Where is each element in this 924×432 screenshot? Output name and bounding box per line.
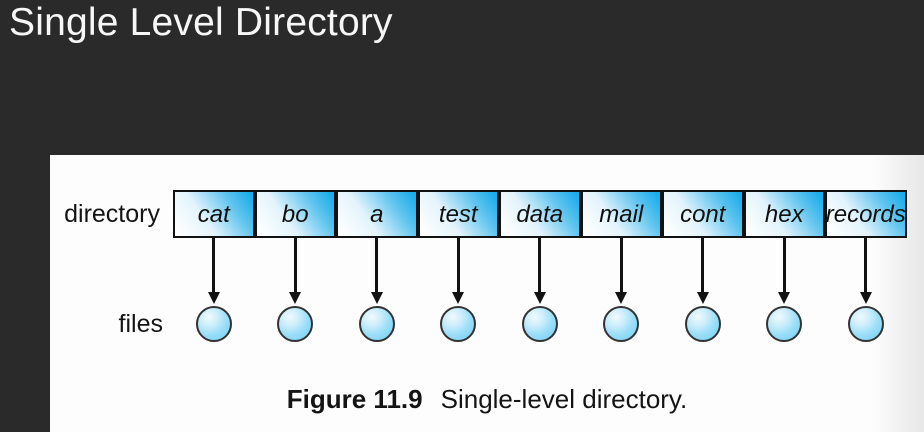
slide-title: Single Level Directory: [9, 1, 393, 44]
figure-caption-number: Figure 11.9: [286, 384, 423, 414]
arrow-shaft: [864, 238, 868, 292]
directory-entry-cell: hex: [743, 190, 825, 342]
directory-entry-box: records: [825, 190, 907, 238]
directory-entry-cell: records: [825, 190, 907, 342]
file-node: [440, 306, 477, 342]
arrow-shaft: [293, 238, 297, 292]
pointer-arrow: [207, 238, 220, 304]
arrow-head-icon: [859, 292, 872, 304]
directory-entry-box: bo: [254, 190, 336, 238]
directory-entry-label: cat: [197, 201, 230, 228]
arrow-head-icon: [370, 292, 383, 304]
directory-entry-label: a: [370, 201, 384, 228]
arrow-shaft: [701, 238, 705, 292]
file-node: [358, 306, 395, 342]
directory-row-label: directory: [64, 200, 160, 228]
arrow-head-icon: [452, 292, 465, 304]
arrow-shaft: [619, 238, 623, 292]
directory-entry-cell: cat: [173, 190, 255, 342]
arrow-head-icon: [696, 292, 709, 304]
pointer-arrow: [289, 238, 302, 304]
pointer-arrow: [859, 238, 872, 304]
directory-entry-box: hex: [743, 190, 825, 238]
directory-entry-cell: data: [499, 190, 581, 342]
arrow-head-icon: [778, 292, 791, 304]
arrow-shaft: [782, 238, 786, 292]
directory-entry-box: test: [417, 190, 499, 238]
file-node: [603, 306, 640, 342]
pointer-arrow: [778, 238, 791, 304]
directory-entry-cell: test: [417, 190, 499, 342]
arrow-shaft: [538, 238, 542, 292]
figure-caption: Figure 11.9 Single-level directory.: [50, 384, 924, 415]
arrow-head-icon: [289, 292, 302, 304]
directory-entry-label: test: [438, 201, 478, 228]
file-node: [195, 306, 232, 342]
arrow-head-icon: [615, 292, 628, 304]
directory-entry-box: cont: [662, 190, 744, 238]
pointer-arrow: [615, 238, 628, 304]
file-node: [847, 306, 884, 342]
directory-entry-box: a: [336, 190, 418, 238]
single-level-directory-diagram: cat bo a: [173, 190, 907, 342]
directory-entry-cell: a: [336, 190, 418, 342]
files-row-label: files: [118, 310, 163, 338]
figure-panel: directory files cat bo a: [50, 155, 924, 432]
arrow-shaft: [456, 238, 460, 292]
pointer-arrow: [696, 238, 709, 304]
file-node: [277, 306, 314, 342]
pointer-arrow: [370, 238, 383, 304]
directory-entry-label: records: [825, 201, 906, 228]
arrow-head-icon: [533, 292, 546, 304]
directory-entry-cell: cont: [662, 190, 744, 342]
directory-entry-cell: bo: [254, 190, 336, 342]
arrow-shaft: [375, 238, 379, 292]
directory-entry-box: cat: [173, 190, 255, 238]
file-node: [766, 306, 803, 342]
directory-entry-box: data: [499, 190, 581, 238]
pointer-arrow: [533, 238, 546, 304]
arrow-shaft: [212, 238, 216, 292]
file-node: [684, 306, 721, 342]
directory-entry-cell: mail: [580, 190, 662, 342]
directory-entry-label: cont: [680, 201, 726, 228]
directory-entry-box: mail: [580, 190, 662, 238]
file-node: [521, 306, 558, 342]
figure-caption-text: Single-level directory.: [440, 384, 688, 414]
directory-entry-label: bo: [281, 201, 309, 228]
directory-entry-label: hex: [764, 201, 804, 228]
arrow-head-icon: [207, 292, 220, 304]
pointer-arrow: [452, 238, 465, 304]
directory-entry-label: mail: [599, 201, 644, 228]
directory-entry-label: data: [516, 201, 564, 228]
